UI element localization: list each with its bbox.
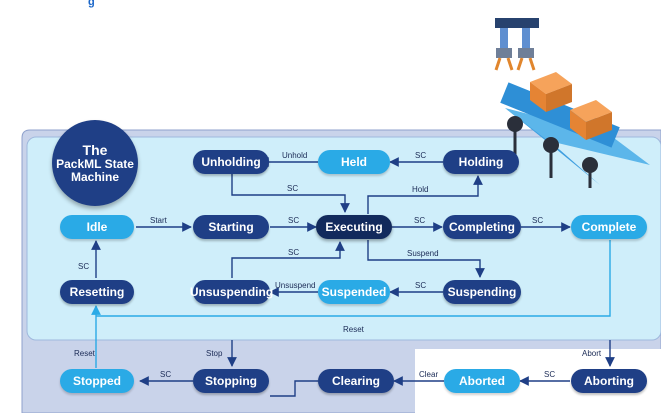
label-hold: Hold xyxy=(412,185,429,194)
state-executing: Executing xyxy=(316,215,392,239)
state-aborted: Aborted xyxy=(444,369,520,393)
badge-line-2: PackML State xyxy=(56,156,134,171)
state-clearing: Clearing xyxy=(318,369,394,393)
label-sc-unsuspending: SC xyxy=(288,248,300,257)
state-held: Held xyxy=(318,150,390,174)
state-starting: Starting xyxy=(193,215,269,239)
state-unsuspending: Unsuspending xyxy=(190,280,273,304)
label-stop: Stop xyxy=(206,349,223,358)
label-sc-resetting: SC xyxy=(78,262,90,271)
state-holding: Holding xyxy=(443,150,519,174)
state-aborting: Aborting xyxy=(571,369,647,393)
label-sc-aborting: SC xyxy=(544,370,556,379)
label-sc-completing: SC xyxy=(532,216,544,225)
state-idle: Idle xyxy=(60,215,134,239)
label-abort: Abort xyxy=(582,349,602,358)
label-sc-unholding: SC xyxy=(287,184,299,193)
state-suspended: Suspended xyxy=(318,280,390,304)
robot-conveyor-illustration xyxy=(494,18,650,188)
label-unsuspend: Unsuspend xyxy=(275,281,316,290)
label-unhold: Unhold xyxy=(282,151,308,160)
label-sc-holding: SC xyxy=(415,151,427,160)
state-unholding: Unholding xyxy=(193,150,269,174)
state-stopping: Stopping xyxy=(193,369,269,393)
state-complete: Complete xyxy=(571,215,647,239)
label-sc-stopping: SC xyxy=(160,370,172,379)
state-stopped: Stopped xyxy=(60,369,134,393)
label-sc-starting: SC xyxy=(288,216,300,225)
header-partial-text: g xyxy=(88,0,95,8)
title-badge: The PackML State Machine xyxy=(52,120,138,206)
state-completing: Completing xyxy=(443,215,521,239)
label-sc-suspending: SC xyxy=(415,281,427,290)
label-sc-executing: SC xyxy=(414,216,426,225)
label-clear: Clear xyxy=(419,370,439,379)
label-reset-wide: Reset xyxy=(343,325,364,334)
label-start: Start xyxy=(150,216,167,225)
state-resetting: Resetting xyxy=(60,280,134,304)
label-reset-stopped: Reset xyxy=(74,349,95,358)
badge-line-1: The xyxy=(82,141,108,158)
state-suspending: Suspending xyxy=(443,280,521,304)
label-suspend: Suspend xyxy=(407,249,439,258)
badge-line-3: Machine xyxy=(70,169,119,184)
